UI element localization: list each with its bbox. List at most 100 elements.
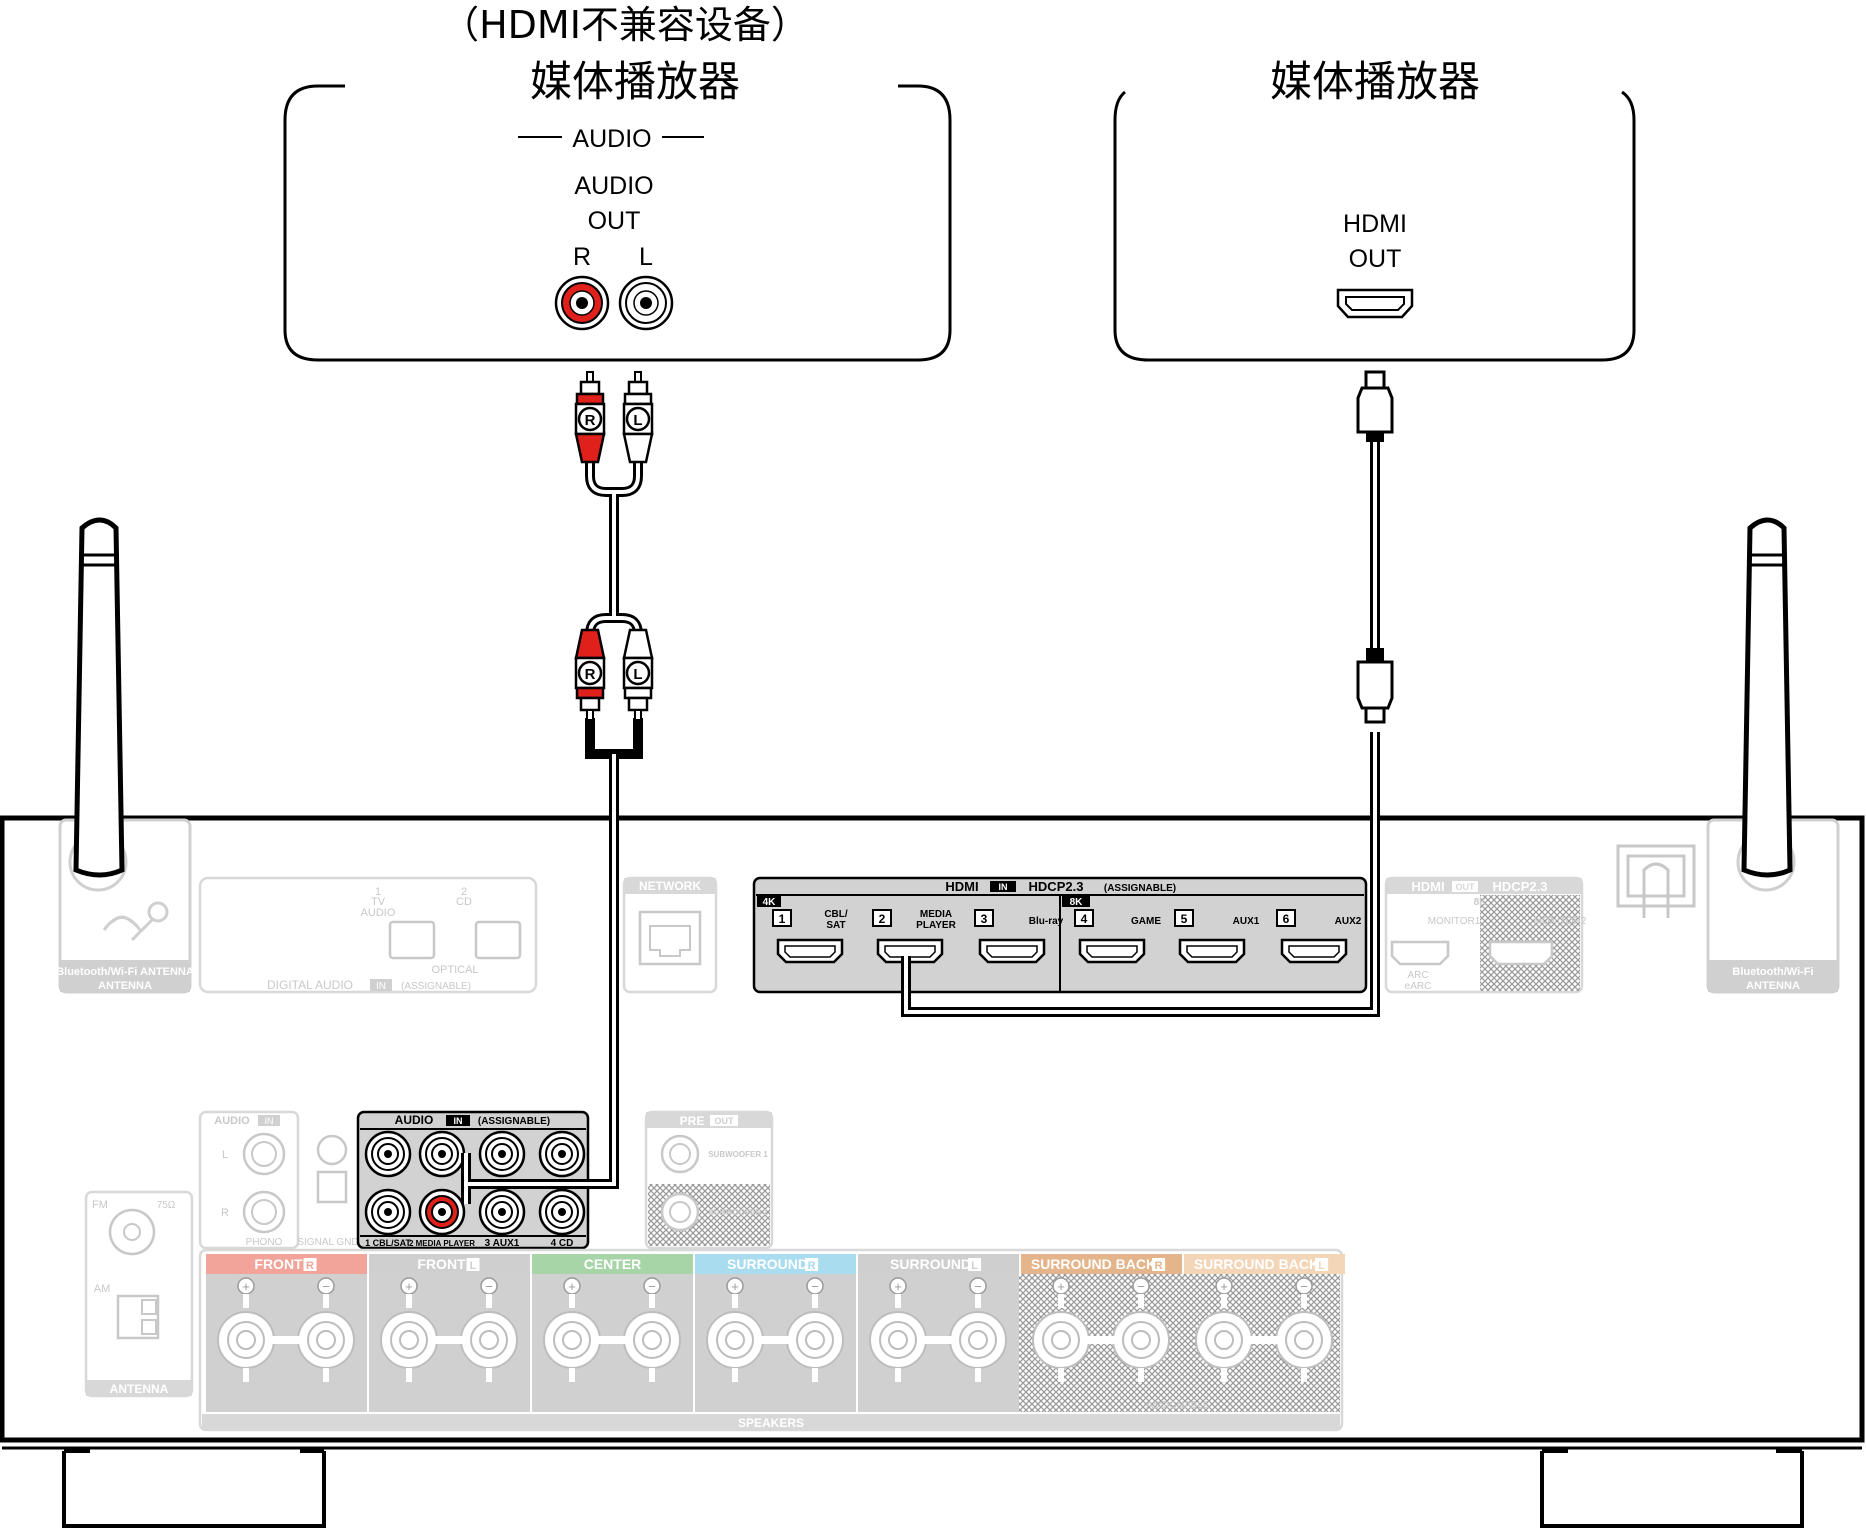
svg-text:(ASSIGNABLE): (ASSIGNABLE) (478, 1116, 550, 1127)
svg-text:−: − (485, 1279, 493, 1294)
hdmi-port-icon (1336, 288, 1414, 319)
pre-out-panel: PRE OUT SUBWOOFER 1 SUBWOOFER 2 (644, 1110, 774, 1250)
device-box (1113, 90, 1636, 362)
audio-section-label: AUDIO (572, 125, 651, 153)
svg-text:ANTENNA: ANTENNA (98, 980, 152, 992)
hdmi-in-name-2: SAT (826, 920, 845, 931)
audio-in-jack-icon (478, 1130, 526, 1178)
ac-inlet-icon (1616, 844, 1696, 918)
hdmi-out-panel: HDMI OUT HDCP2.3 8K MONITOR1 MONITOR2 AR… (1384, 876, 1587, 994)
media-player-analog-device: （HDMI不兼容设备） 媒体播放器 AUDIO AUDIO OUT R L (283, 3, 952, 362)
audio-in-label-3: 3 AUX1 (485, 1238, 520, 1249)
speaker-side-label: L (971, 1260, 978, 1272)
media-player-hdmi-device: 媒体播放器 HDMI OUT (1113, 57, 1636, 362)
device-note-label: （HDMI不兼容设备） (441, 3, 809, 47)
svg-text:TV: TV (371, 896, 386, 908)
svg-text:HDMI: HDMI (1411, 879, 1444, 894)
left-foot (62, 1451, 326, 1528)
svg-text:PRE: PRE (680, 1114, 705, 1128)
hdmi-in-number: 4 (1081, 912, 1088, 926)
svg-text:MONITOR1: MONITOR1 (1428, 916, 1481, 927)
speaker-side-label: R (306, 1260, 314, 1272)
hdmi-socket-icon (776, 938, 844, 964)
svg-text:+: + (731, 1279, 739, 1294)
svg-text:−: − (1300, 1279, 1308, 1294)
svg-text:+: + (568, 1279, 576, 1294)
hdmi-in-number: 6 (1283, 912, 1290, 926)
svg-text:ARC: ARC (1407, 970, 1428, 981)
rca-plug-l-icon: L (622, 628, 654, 721)
speaker-group-label: CENTER (584, 1256, 642, 1272)
hdmi-socket-icon (1178, 938, 1246, 964)
rca-audio-cable: R L R L (461, 371, 654, 1204)
svg-text:SIGNAL GND: SIGNAL GND (297, 1237, 358, 1248)
audio-in-jack-icon (538, 1130, 586, 1178)
svg-text:+: + (405, 1279, 413, 1294)
plug-letter: R (585, 666, 596, 683)
hdmi-in-name: AUX1 (1233, 916, 1260, 927)
svg-text:NETWORK: NETWORK (639, 879, 701, 893)
speaker-terminal-minus-icon: − (1275, 1277, 1333, 1382)
rca-plug-r-icon: R (574, 628, 606, 721)
hdmi-out-label-1: HDMI (1343, 210, 1407, 238)
speaker-terminal-plus-icon: + (869, 1277, 927, 1382)
hdmi-socket-icon (978, 938, 1046, 964)
speaker-side-label: L (1318, 1260, 1325, 1272)
svg-text:Bluetooth/Wi-Fi: Bluetooth/Wi-Fi (1732, 966, 1813, 978)
jack-r-label: R (573, 243, 591, 271)
svg-text:IN: IN (376, 981, 386, 992)
hdmi-socket-icon (1280, 938, 1348, 964)
svg-text:2: 2 (461, 886, 467, 898)
svg-text:SPEAKERS: SPEAKERS (738, 1416, 804, 1430)
phono-input-panel: AUDIO IN L R PHONO SIGNAL GND (198, 1110, 359, 1250)
speaker-group-label: SURROUND BACK (1031, 1256, 1156, 1272)
audio-in-label-1: 1 CBL/SAT (365, 1238, 411, 1248)
hdmi-plug-bottom-icon (1356, 648, 1394, 724)
audio-out-label-2: OUT (588, 207, 641, 235)
svg-text:ASSIGNABLE: ASSIGNABLE (1146, 1400, 1210, 1411)
audio-in-jack-icon (538, 1188, 586, 1236)
svg-text:(ASSIGNABLE): (ASSIGNABLE) (401, 981, 471, 992)
svg-text:ANTENNA: ANTENNA (1746, 980, 1800, 992)
hdmi-in-port-3: 3 Blu-ray (974, 909, 1064, 964)
speaker-group-label: SURROUND BACK (1194, 1256, 1319, 1272)
hdmi-in-name: MEDIA (920, 909, 952, 920)
speaker-terminal-minus-icon: − (623, 1277, 681, 1382)
svg-text:−: − (974, 1279, 982, 1294)
device-title-label: 媒体播放器 (530, 57, 740, 106)
audio-out-label-1: AUDIO (574, 172, 653, 200)
speaker-terminal-minus-icon: − (949, 1277, 1007, 1382)
hdmi-out-port-1-icon (1390, 940, 1450, 966)
svg-text:−: − (322, 1279, 330, 1294)
hdmi-in-name: Blu-ray (1029, 916, 1064, 927)
audio-in-label-2: 2 MEDIA PLAYER (409, 1239, 475, 1248)
svg-text:HDMI: HDMI (945, 879, 978, 894)
rca-jack-l-icon (618, 275, 674, 331)
plug-letter: L (633, 666, 642, 683)
rca-plug-l-icon: L (622, 371, 654, 464)
svg-text:eARC: eARC (1405, 981, 1432, 992)
speaker-terminal-plus-icon: + (217, 1277, 275, 1382)
svg-text:R: R (221, 1207, 229, 1219)
hdmi-out-port-2-icon (1488, 940, 1554, 966)
svg-text:AM: AM (94, 1283, 111, 1295)
svg-text:OUT: OUT (1456, 882, 1476, 892)
network-port-panel: NETWORK (622, 876, 718, 994)
plug-letter: L (633, 412, 642, 429)
svg-text:−: − (1137, 1279, 1145, 1294)
svg-text:SUBWOOFER 1: SUBWOOFER 1 (708, 1150, 768, 1159)
hdmi-in-number: 2 (879, 912, 886, 926)
svg-text:−: − (811, 1279, 819, 1294)
bt-wifi-antenna-right: Bluetooth/Wi-Fi ANTENNA (1706, 517, 1840, 994)
svg-text:AUDIO: AUDIO (361, 907, 396, 919)
svg-text:+: + (1220, 1279, 1228, 1294)
jack-l-label: L (639, 243, 653, 271)
svg-text:IN: IN (454, 1116, 463, 1126)
hdmi-in-number: 3 (981, 912, 988, 926)
